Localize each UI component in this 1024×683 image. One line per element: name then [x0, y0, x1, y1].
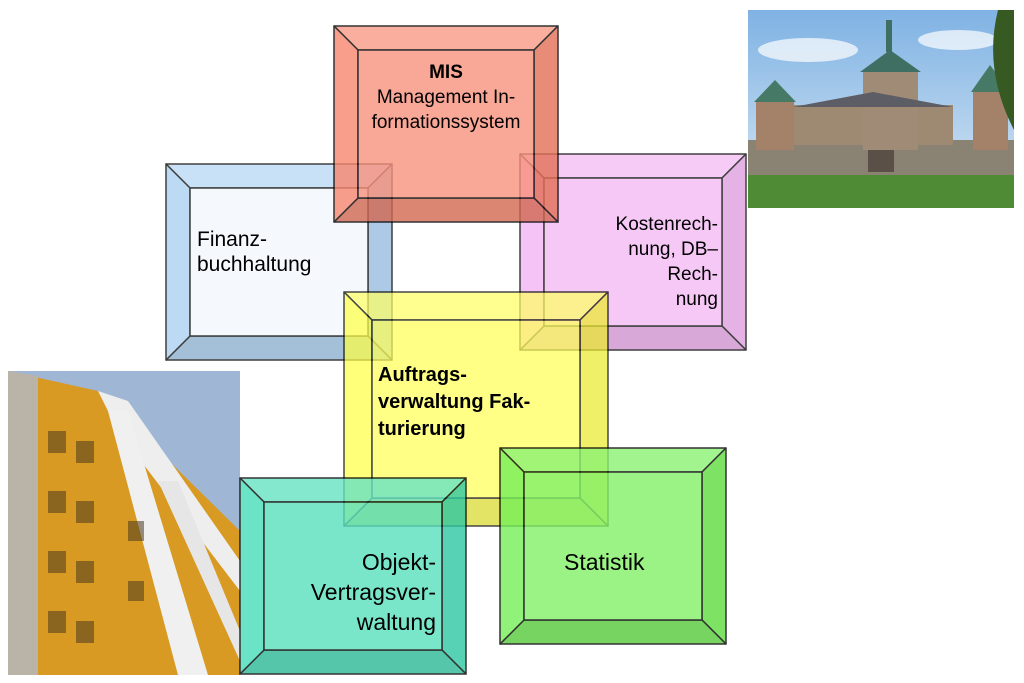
- box-objekt: [239, 477, 467, 675]
- building-photo: [8, 371, 240, 675]
- finanz-line-2: buchhaltung: [197, 253, 312, 276]
- auftrag-line-3: turierung: [378, 418, 466, 440]
- kosten-line-2: nung, DB–: [628, 239, 718, 260]
- box-kosten-bevel-right: [721, 153, 747, 351]
- box-mis: [333, 25, 559, 223]
- auftragsverwaltung-label: Auftrags- verwaltung Fak- turierung: [378, 362, 530, 443]
- mis-title: MIS: [429, 62, 463, 83]
- auftrag-line-1: Auftrags-: [378, 364, 467, 386]
- box-finanz-bevel-left: [165, 163, 191, 361]
- box-mis-face: [357, 49, 535, 199]
- auftrag-line-2: verwaltung Fak-: [378, 391, 531, 413]
- kosten-line-4: nung: [675, 289, 718, 310]
- box-mis-bevel-top: [333, 25, 559, 51]
- box-statistik-bevel-left: [499, 447, 525, 645]
- mis-line-2: formationssystem: [371, 112, 521, 133]
- finanz-line-1: Finanz-: [197, 228, 268, 251]
- box-statistik-bevel-bottom: [499, 619, 727, 645]
- mis-line-1: Management In-: [376, 87, 516, 108]
- box-statistik-bevel-top: [499, 447, 727, 473]
- box-kosten: [519, 153, 747, 351]
- box-statistik-bevel-right: [701, 447, 727, 645]
- mis-label: MIS Management In- formationssystem: [334, 60, 558, 135]
- objekt-line-3: waltung: [356, 609, 436, 635]
- objekt-line-2: Vertragsver-: [310, 579, 436, 605]
- box-mis-bevel-bottom: [333, 197, 559, 223]
- castle-photo: [748, 10, 1014, 208]
- kosten-line-3: Rech-: [667, 264, 718, 285]
- objekt-line-1: Objekt-: [361, 549, 436, 575]
- finanzbuchhaltung-label: Finanz- buchhaltung: [197, 227, 311, 277]
- kosten-line-1: Kostenrech-: [615, 214, 718, 235]
- box-kosten-face: [543, 177, 723, 327]
- kostenrechnung-label: Kostenrech- nung, DB– Rech- nung: [560, 212, 718, 312]
- box-statistik: [499, 447, 727, 645]
- box-objekt-bevel-left: [239, 477, 265, 675]
- box-objekt-face: [263, 501, 443, 651]
- box-objekt-bevel-right: [441, 477, 467, 675]
- statistik-line-1: Statistik: [564, 549, 645, 575]
- box-statistik-face: [523, 471, 703, 621]
- vertragsverwaltung-label: Objekt- Vertragsver- waltung: [264, 547, 436, 637]
- box-objekt-bevel-top: [239, 477, 467, 503]
- box-objekt-bevel-bottom: [239, 649, 467, 675]
- statistik-label: Statistik: [564, 548, 645, 576]
